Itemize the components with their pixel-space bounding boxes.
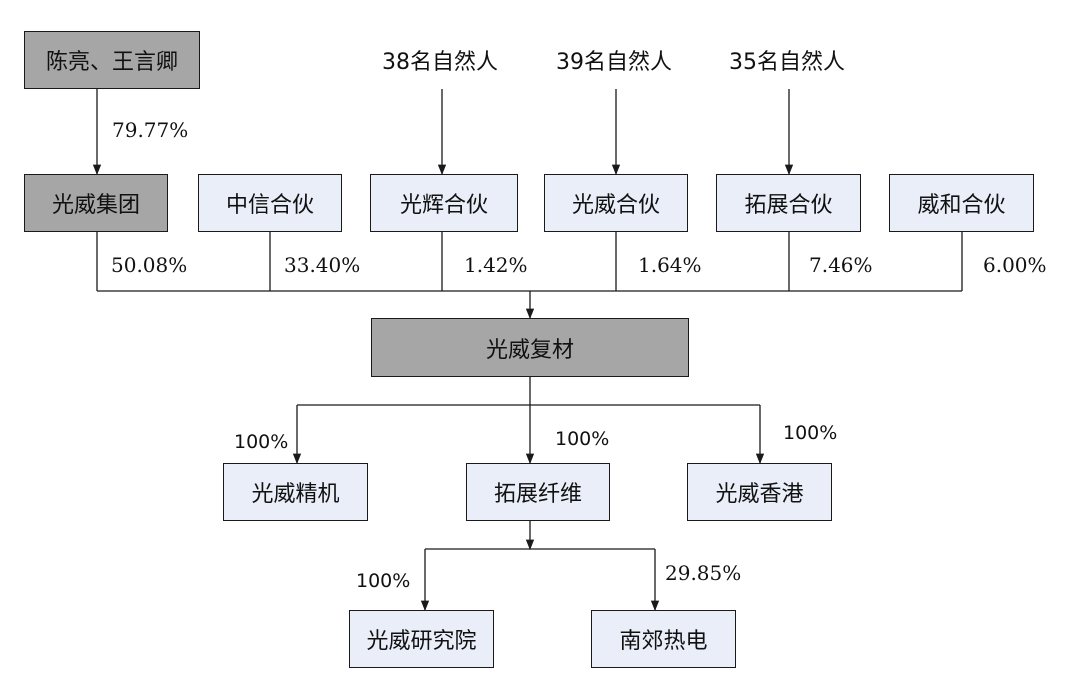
natural-persons-39: 39名自然人	[556, 50, 672, 75]
shareholder-pct: 50.08%	[111, 253, 188, 277]
shareholder-tuozhan[interactable]: 拓展合伙	[716, 174, 861, 232]
shareholder-guanghui[interactable]: 光辉合伙	[370, 174, 518, 232]
subsidiary-guangwei-hk[interactable]: 光威香港	[687, 463, 832, 521]
top-holder-name: 陈亮、王言卿	[45, 50, 178, 75]
natural-persons-38: 38名自然人	[382, 50, 498, 75]
shareholder-name: 光威集团	[51, 193, 140, 218]
subsidiary-pct: 100%	[234, 431, 289, 453]
shareholder-pct: 1.64%	[638, 253, 702, 277]
subsidiary-name: 光威香港	[715, 482, 804, 507]
subsidiary-tuozhan-fiber[interactable]: 拓展纤维	[466, 463, 610, 521]
top-holder-pct: 79.77%	[112, 118, 189, 142]
subsidiary-research-institute[interactable]: 光威研究院	[349, 610, 494, 668]
top-holder-box[interactable]: 陈亮、王言卿	[24, 31, 200, 89]
subsidiary-guangwei-jingji[interactable]: 光威精机	[223, 463, 368, 521]
subsidiary-name: 南郊热电	[619, 629, 708, 654]
shareholder-weihe[interactable]: 威和合伙	[889, 174, 1034, 232]
shareholder-pct: 7.46%	[809, 253, 873, 277]
subsidiary-name: 拓展纤维	[493, 482, 582, 507]
shareholder-pct: 1.42%	[464, 253, 528, 277]
subsidiary-name: 光威研究院	[366, 629, 477, 654]
subsidiary-name: 光威精机	[251, 482, 340, 507]
shareholder-pct: 6.00%	[983, 253, 1047, 277]
shareholder-guangwei-partnership[interactable]: 光威合伙	[544, 174, 688, 232]
shareholder-guangwei-group[interactable]: 光威集团	[24, 174, 168, 232]
subsidiary-pct: 100%	[356, 570, 411, 592]
shareholder-name: 威和合伙	[917, 193, 1006, 218]
shareholder-zhongxin[interactable]: 中信合伙	[198, 174, 342, 232]
subsidiary-pct: 100%	[783, 422, 838, 444]
shareholder-name: 拓展合伙	[744, 193, 833, 218]
shareholder-name: 光辉合伙	[399, 193, 488, 218]
company-name: 光威复材	[485, 337, 574, 363]
subsidiary-pct: 100%	[555, 428, 610, 450]
shareholder-pct: 33.40%	[284, 253, 361, 277]
shareholder-name: 中信合伙	[225, 193, 314, 218]
company-box[interactable]: 光威复材	[371, 318, 689, 377]
natural-persons-35: 35名自然人	[729, 50, 845, 75]
subsidiary-pct: 29.85%	[665, 561, 742, 585]
subsidiary-nanjiao-power[interactable]: 南郊热电	[591, 610, 736, 668]
shareholder-name: 光威合伙	[571, 193, 660, 218]
